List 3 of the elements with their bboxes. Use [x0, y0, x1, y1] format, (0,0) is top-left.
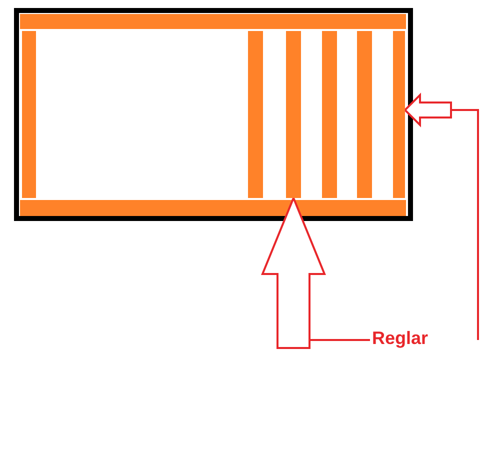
stud-bar: [393, 31, 405, 198]
part-label: Reglar: [372, 327, 428, 349]
stud-bar: [286, 31, 301, 198]
